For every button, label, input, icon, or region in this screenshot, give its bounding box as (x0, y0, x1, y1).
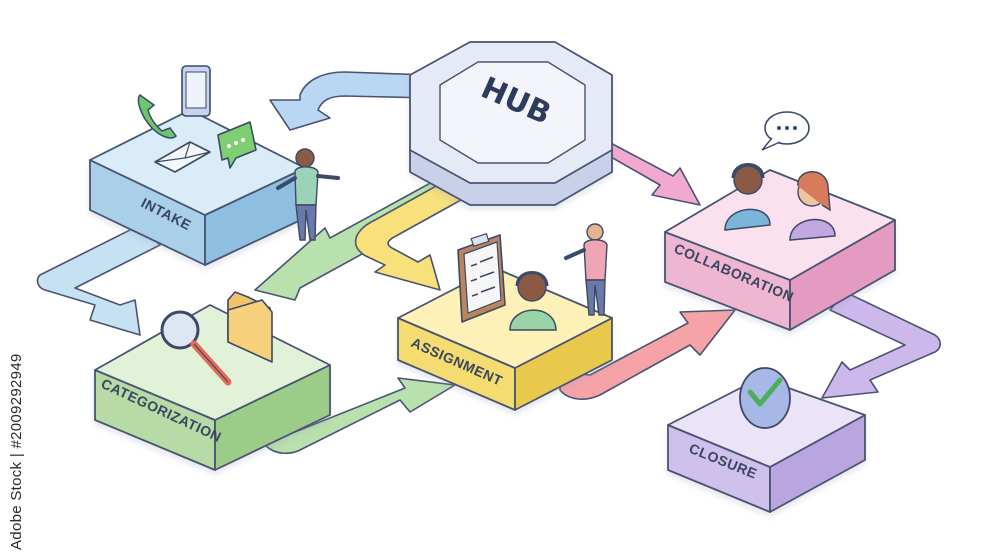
envelope-icon (154, 141, 211, 173)
assignment-platform (397, 267, 613, 411)
chat-bubble-icon (217, 121, 257, 169)
arrow-hub-to-intake (269, 71, 431, 131)
collaboration-platform (664, 169, 896, 331)
folder-icon (227, 291, 273, 363)
intake-platform (89, 109, 306, 266)
clipboard-icon (457, 232, 506, 323)
checkmark-circle-icon (739, 367, 791, 429)
collab-agent-female-figure (789, 171, 836, 241)
intake-agent-figure (276, 148, 340, 241)
stock-id-text: Adobe Stock | #2009292949 (8, 353, 25, 550)
arrow-hub-to-collaboration (589, 139, 701, 206)
stock-watermark: Adobe Stock | #2009292949 (6, 300, 36, 550)
speech-bubble-icon (761, 111, 810, 151)
arrow-collaboration-to-closure (821, 291, 942, 399)
assignment-agent-figure (564, 223, 608, 316)
arrow-intake-to-categorization (36, 224, 161, 336)
arrow-categorization-to-assignment (264, 377, 456, 455)
phone-icon (137, 93, 177, 139)
smartphone-icon (181, 65, 211, 117)
headset-agent-icon (509, 271, 557, 331)
magnifier-icon (160, 310, 232, 386)
hub-node (409, 41, 613, 206)
arrow-assignment-to-collaboration (559, 309, 736, 400)
arrow-hub-to-assignment (354, 169, 471, 291)
collab-agent-male-figure (724, 163, 771, 231)
